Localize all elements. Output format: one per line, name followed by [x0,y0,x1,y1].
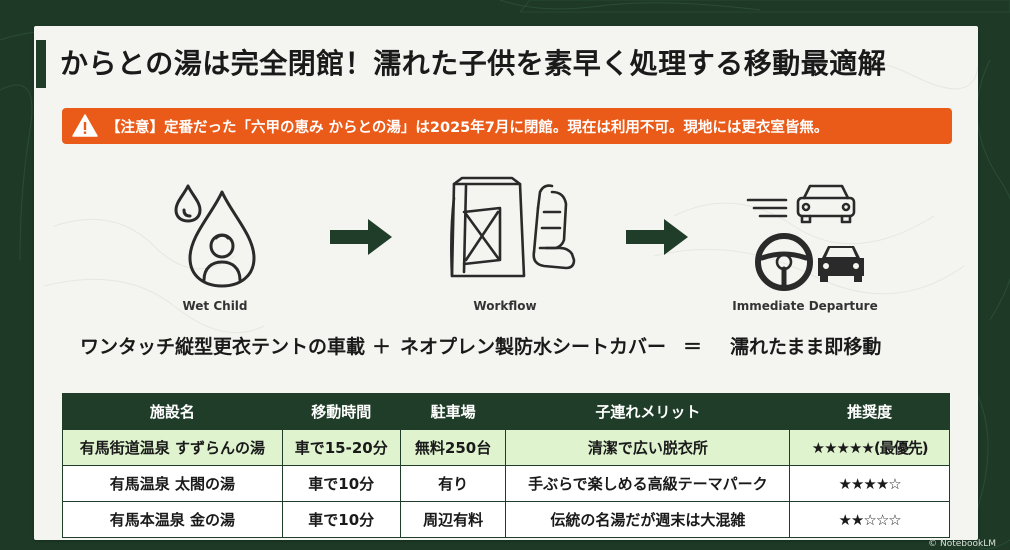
arrow-right-icon [330,219,392,255]
warning-banner: 【注意】定番だった「六甲の恵み からとの湯」は2025年7月に閉館。現在は利用不… [62,108,952,144]
cell-kid-merit: 伝統の名湯だが週末は大混雑 [505,501,791,538]
wet-child-drop-icon [174,184,256,288]
cell-recommendation: ★★★★☆ [789,465,950,502]
cell-facility: 有馬温泉 太閤の湯 [62,465,283,502]
flow-label-workflow: Workflow [473,299,537,313]
cell-parking: 無料250台 [399,429,507,466]
cell-kid-merit: 手ぶらで楽しめる高級テーマパーク [505,465,791,502]
warning-triangle-icon [72,114,98,137]
cell-recommendation: ★★★★★(最優先) [789,429,950,466]
cell-facility: 有馬本温泉 金の湯 [62,501,283,538]
warning-text: 【注意】定番だった「六甲の恵み からとの湯」は2025年7月に閉館。現在は利用不… [106,119,829,136]
formula-equals: ＝ [683,336,703,358]
steering-wheel-cars-icon [746,184,864,291]
table-row: 有馬本温泉 金の湯 車で10分 周辺有料 伝統の名湯だが週末は大混雑 ★★☆☆☆ [62,501,950,538]
table-row: 有馬街道温泉 すずらんの湯 車で15-20分 無料250台 清潔で広い脱衣所 ★… [62,429,950,466]
formula-part-seat-cover: ネオプレン製防水シートカバー [400,336,667,358]
table-header-row: 施設名 移動時間 駐車場 子連れメリット 推奨度 [62,393,950,430]
cell-travel-time: 車で10分 [281,501,401,538]
cell-travel-time: 車で10分 [281,465,401,502]
formula-result: 濡れたまま即移動 [730,336,882,358]
arrow-right-icon [626,219,688,255]
column-header-facility: 施設名 [62,393,283,430]
formula-plus: ＋ [372,336,392,358]
cell-kid-merit: 清潔で広い脱衣所 [505,429,791,466]
column-header-kid-merit: 子連れメリット [505,393,791,430]
cell-travel-time: 車で15-20分 [281,429,401,466]
tent-and-seat-icon [450,176,576,278]
table-row: 有馬温泉 太閤の湯 車で10分 有り 手ぶらで楽しめる高級テーマパーク ★★★★… [62,465,950,502]
cell-parking: 有り [399,465,507,502]
column-header-parking: 駐車場 [399,393,507,430]
page-title: からとの湯は完全閉館！濡れた子供を素早く処理する移動最適解 [60,47,887,80]
cell-recommendation: ★★☆☆☆ [789,501,950,538]
flow-label-wet-child: Wet Child [182,299,248,313]
title-accent-bar [36,40,46,88]
facility-table: 施設名 移動時間 駐車場 子連れメリット 推奨度 有馬街道温泉 すずらんの湯 車… [62,393,950,538]
footer-credit: © NotebookLM [928,539,996,549]
column-header-travel-time: 移動時間 [281,393,401,430]
formula-part-tent: ワンタッチ縦型更衣テントの車載 [80,336,366,358]
cell-parking: 周辺有料 [399,501,507,538]
flow-label-immediate-departure: Immediate Departure [732,299,878,313]
column-header-recommendation: 推奨度 [789,393,950,430]
cell-facility: 有馬街道温泉 すずらんの湯 [62,429,283,466]
